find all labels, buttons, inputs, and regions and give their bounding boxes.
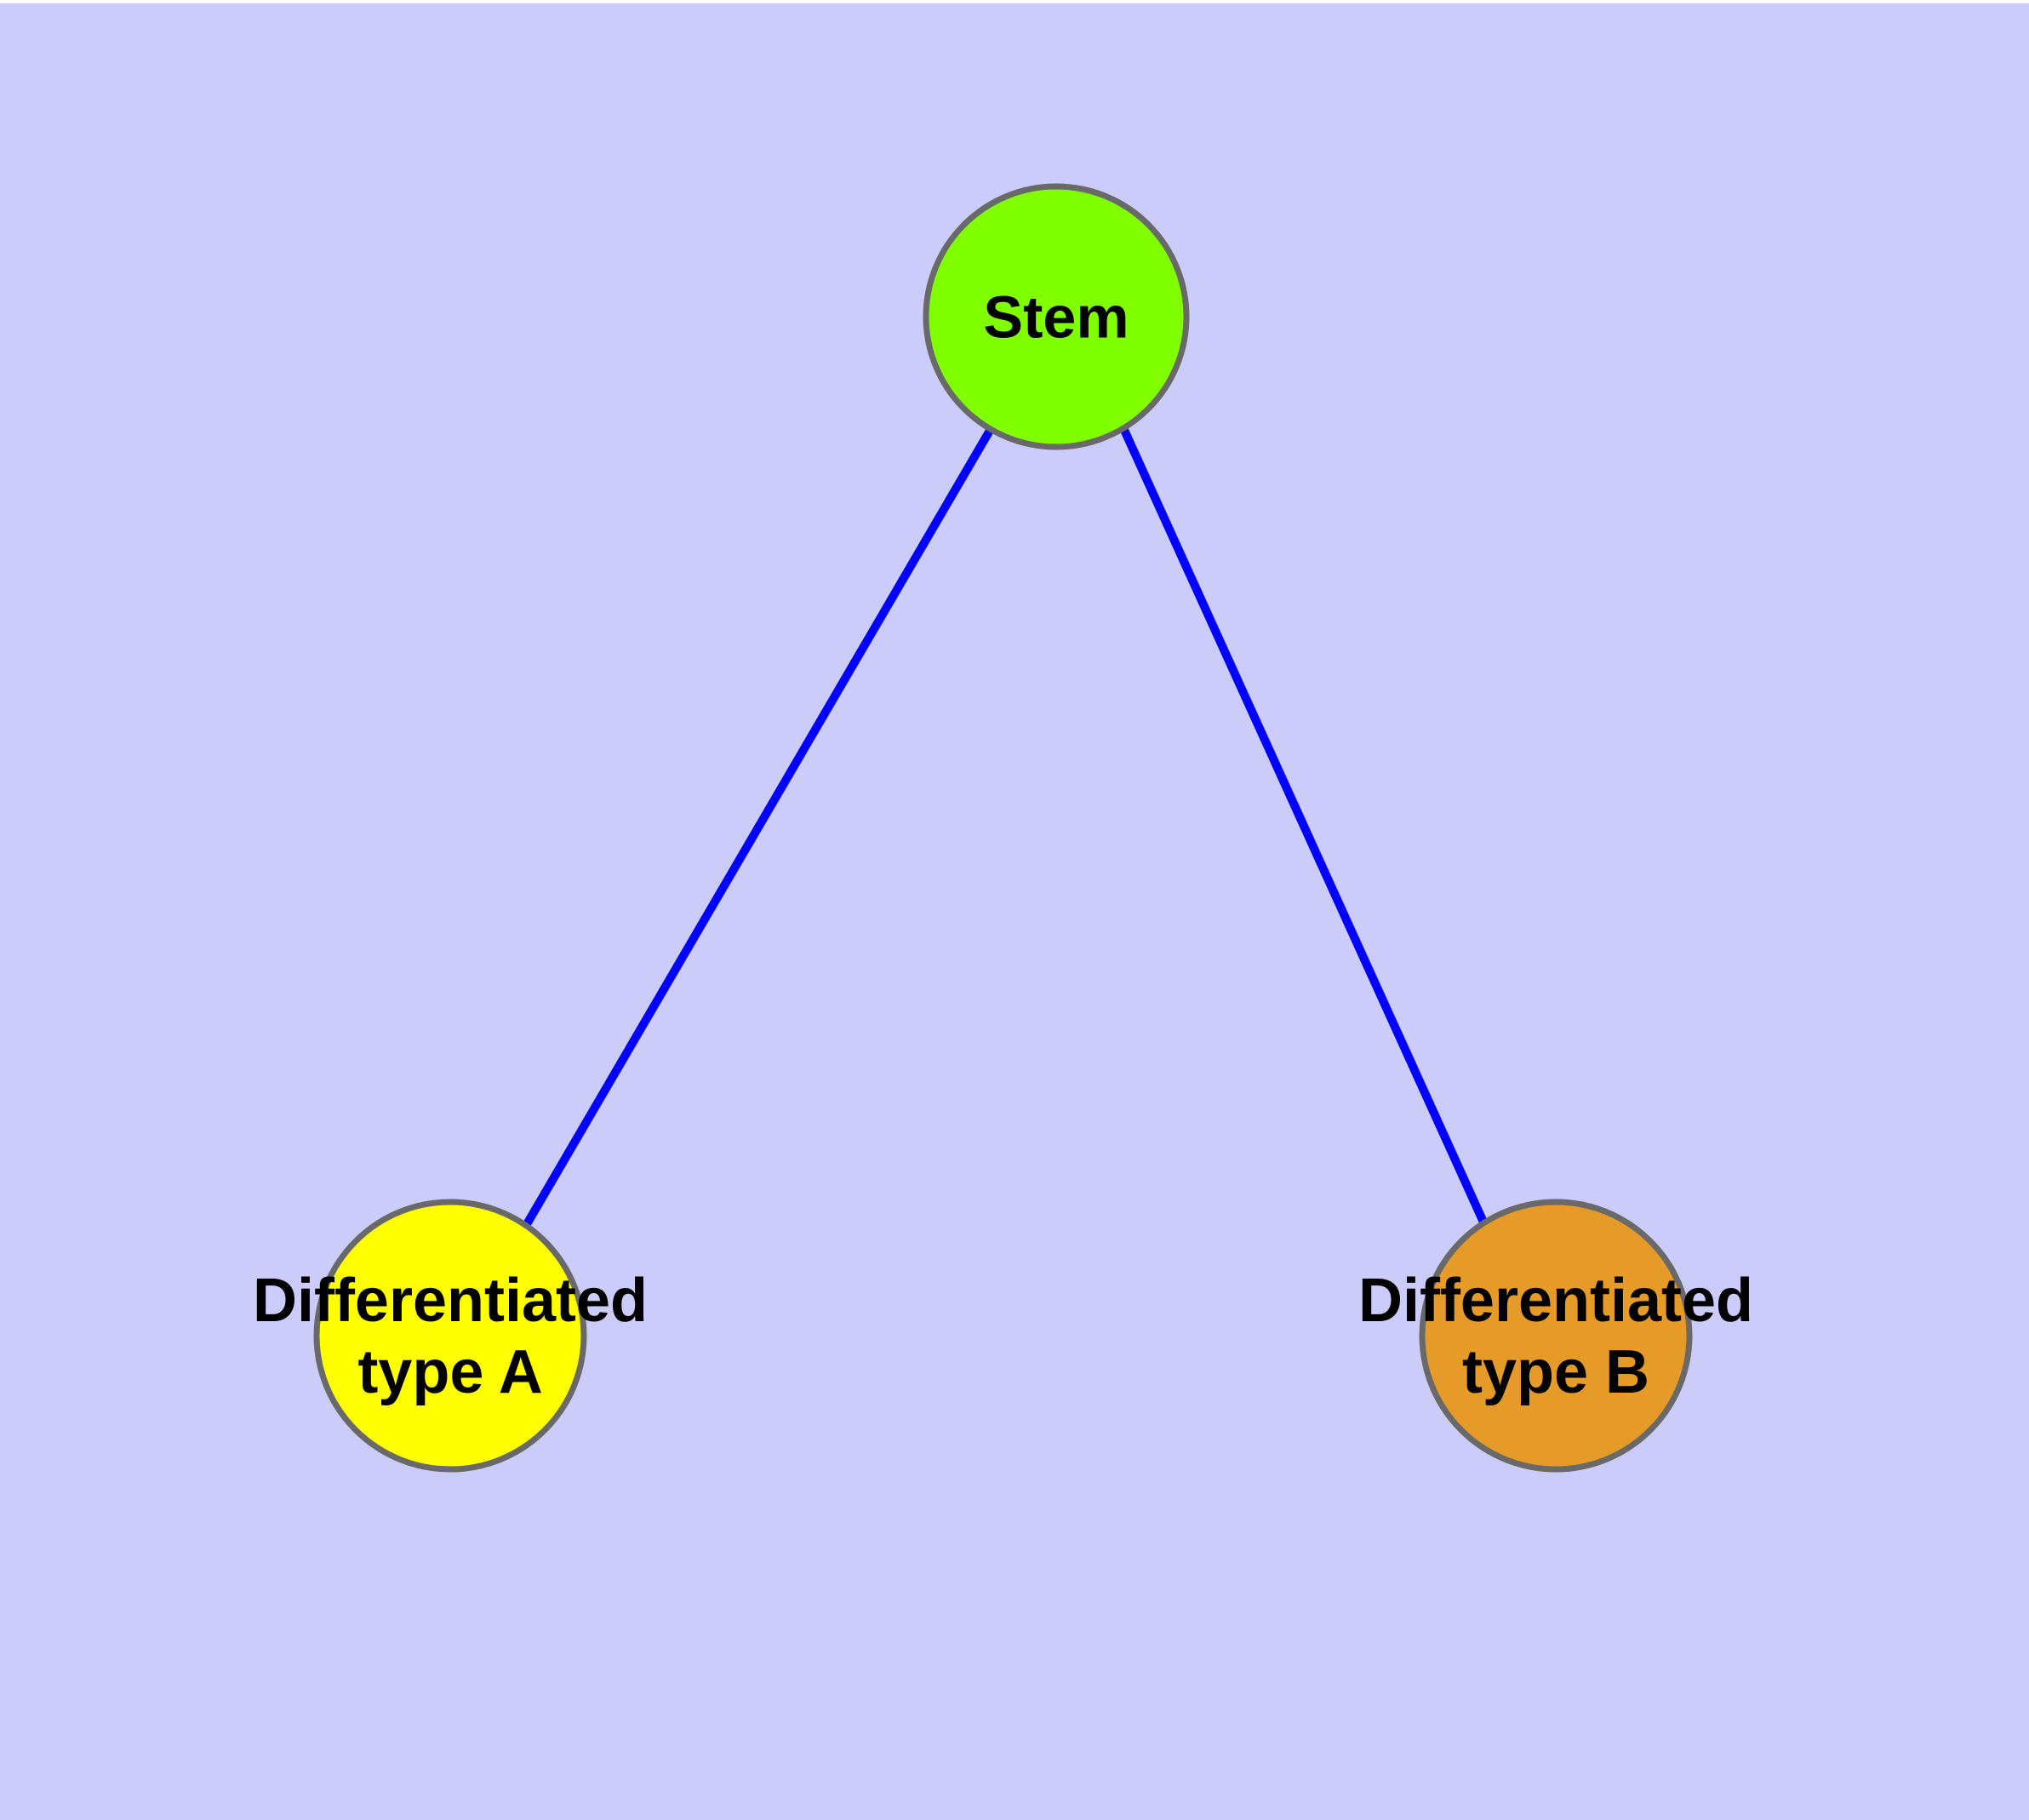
node-label-stem: Stem [983,284,1129,351]
edge-stem-to-differentiated-type-a[interactable] [523,426,995,1227]
edge-stem-to-differentiated-type-b[interactable] [1119,426,1489,1228]
node-stem-circle[interactable] [923,183,1190,450]
node-differentiated-type-b-circle[interactable] [1419,1199,1693,1473]
node-label-line: type A [357,1338,542,1406]
node-differentiated-type-b[interactable] [1419,1199,1693,1473]
node-stem[interactable] [923,183,1190,450]
node-differentiated-type-a[interactable] [313,1199,587,1473]
node-label-line: type B [1462,1338,1649,1406]
node-label-line: Differentiated [1358,1267,1753,1335]
nodes-layer [313,183,1693,1473]
node-label-line: Stem [983,284,1129,351]
edges-layer [523,426,1489,1228]
node-label-line: Differentiated [253,1267,648,1335]
node-differentiated-type-a-circle[interactable] [313,1199,587,1473]
